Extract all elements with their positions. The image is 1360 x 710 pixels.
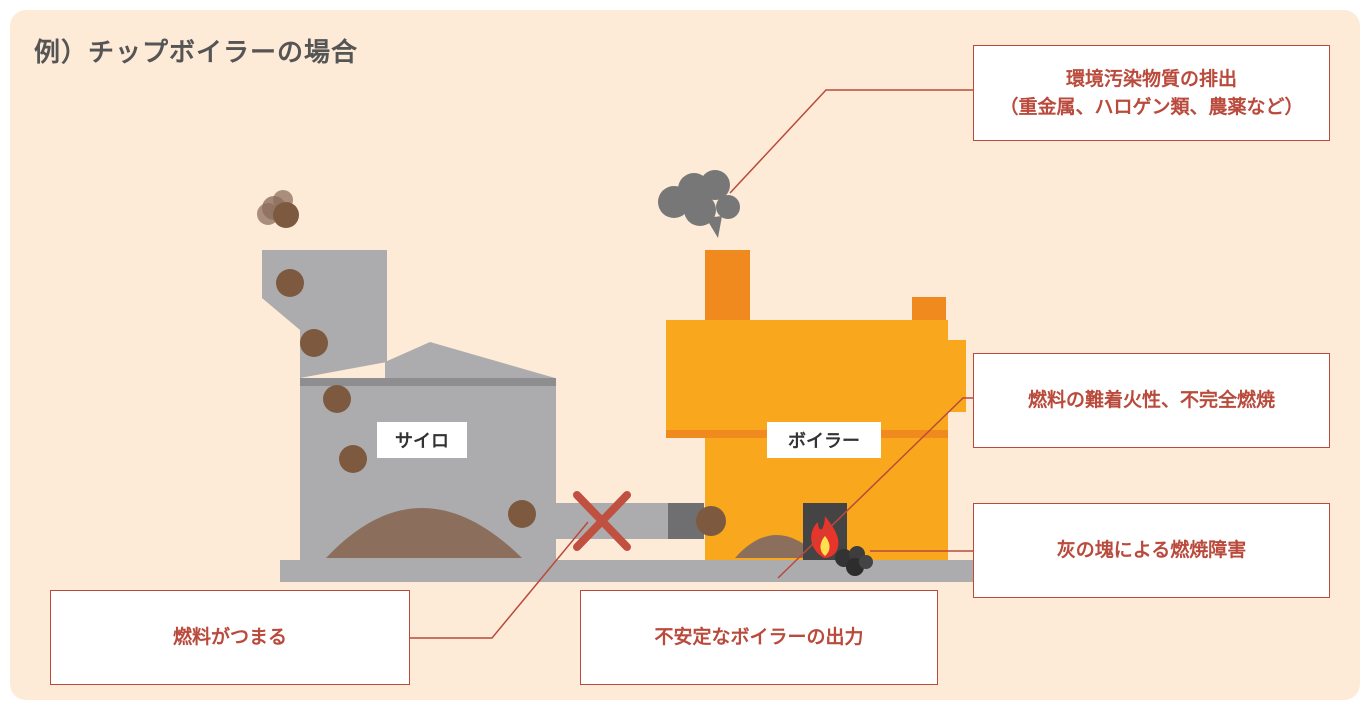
- blocked-x-icon: [573, 491, 631, 551]
- callout-output: 不安定なボイラーの出力: [580, 590, 938, 685]
- boiler-side-panel: [948, 340, 966, 412]
- callout-emissions: 環境汚染物質の排出 （重金属、ハロゲン類、農薬など）: [973, 45, 1330, 141]
- chip: [696, 506, 726, 536]
- boiler-upper-body: [666, 320, 948, 430]
- callout-ash: 灰の塊による燃焼障害: [973, 503, 1330, 598]
- chip: [508, 500, 536, 528]
- silo-chute: [262, 250, 387, 378]
- callout-ignition: 燃料の難着火性、不完全燃焼: [973, 353, 1330, 448]
- ash-clumps: [835, 546, 873, 576]
- chip-dust-puff: [257, 190, 299, 228]
- smoke-cloud-icon: [658, 170, 740, 238]
- callout-clog: 燃料がつまる: [50, 590, 410, 685]
- callout-ash-text: 灰の塊による燃焼障害: [1056, 539, 1247, 562]
- silo: [262, 250, 556, 560]
- leader-emissions: [729, 89, 973, 194]
- chip: [300, 329, 328, 357]
- silo-chip-pile: [326, 508, 522, 558]
- ground-base: [280, 560, 980, 582]
- callout-emissions-line1: 環境汚染物質の排出: [1065, 67, 1237, 90]
- leader-clog: [410, 521, 589, 639]
- boiler-ash-pile: [735, 535, 820, 558]
- leader-ignition: [777, 397, 973, 579]
- callout-output-text: 不安定なボイラーの出力: [654, 626, 864, 649]
- boiler-chimney: [705, 250, 750, 322]
- callout-emissions-line2: （重金属、ハロゲン類、農薬など）: [999, 96, 1304, 118]
- chip: [276, 269, 304, 297]
- callout-ignition-text: 燃料の難着火性、不完全燃焼: [1027, 389, 1275, 412]
- silo-roof: [385, 342, 555, 378]
- boiler: [666, 250, 966, 560]
- silo-roof-band: [300, 378, 556, 386]
- boiler-vent: [912, 297, 946, 322]
- leader-lines: [410, 89, 973, 639]
- boiler-label: ボイラー: [767, 422, 881, 458]
- chip: [339, 445, 367, 473]
- page-title: 例）チップボイラーの場合: [34, 38, 359, 68]
- callout-clog-text: 燃料がつまる: [172, 626, 287, 649]
- silo-label: サイロ: [377, 422, 467, 458]
- chip: [323, 385, 351, 413]
